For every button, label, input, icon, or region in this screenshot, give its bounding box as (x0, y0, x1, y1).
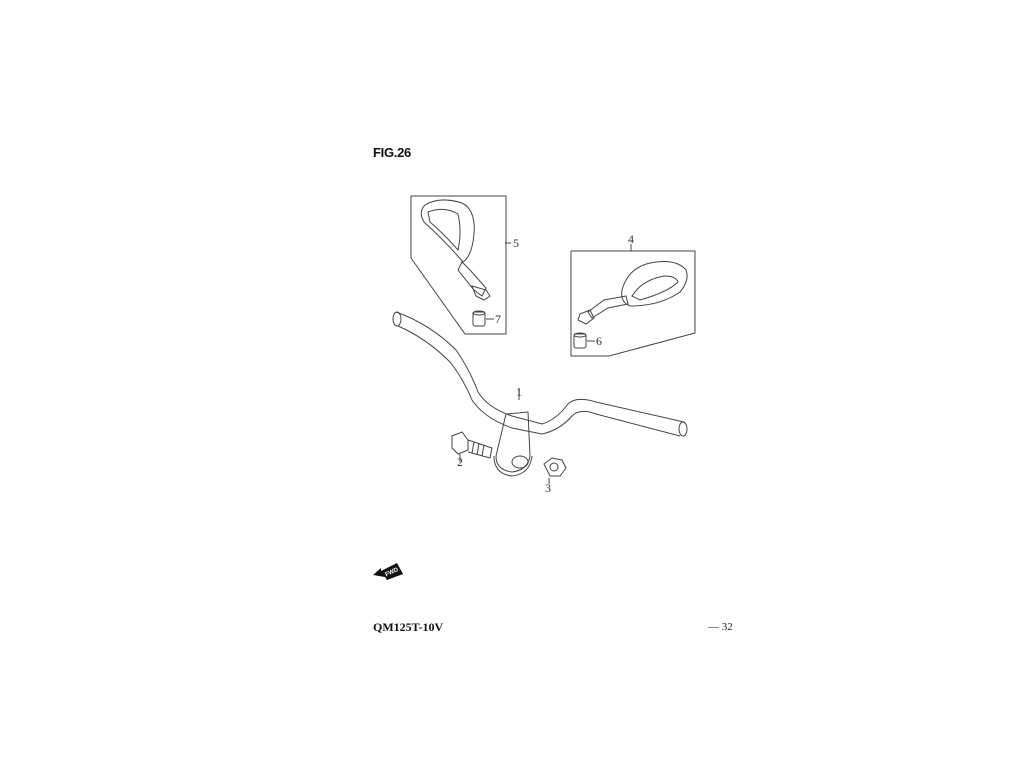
bolt (451, 431, 493, 462)
figure-title: FIG.26 (373, 145, 411, 160)
right-mirror-head (621, 261, 688, 307)
callout-6: 6 (596, 334, 602, 348)
left-mirror-nut (472, 311, 486, 327)
left-mirror-head (420, 199, 475, 263)
fwd-label: FWD (385, 567, 401, 578)
callout-2: 2 (457, 455, 463, 469)
right-mirror-frame (570, 250, 696, 357)
callout-1: 1 (516, 385, 522, 399)
right-mirror-group (570, 244, 696, 357)
model-number: QM125T-10V (373, 620, 444, 634)
left-mirror-group (410, 195, 511, 335)
handlebar-left-end (392, 311, 402, 327)
handlebar (395, 311, 685, 425)
page-number: — 32 (708, 621, 733, 633)
callout-4: 4 (628, 232, 634, 246)
handlebar-clamp (495, 411, 531, 473)
right-mirror-nut (573, 333, 587, 349)
left-mirror-frame (410, 195, 507, 335)
callout-5: 5 (513, 236, 519, 250)
handlebar-group (392, 311, 688, 477)
flange-nut (543, 457, 567, 484)
handlebar-right-end (678, 421, 688, 437)
callout-7: 7 (495, 312, 501, 326)
fwd-arrow-icon: FWD (373, 563, 403, 580)
callout-3: 3 (545, 481, 551, 495)
